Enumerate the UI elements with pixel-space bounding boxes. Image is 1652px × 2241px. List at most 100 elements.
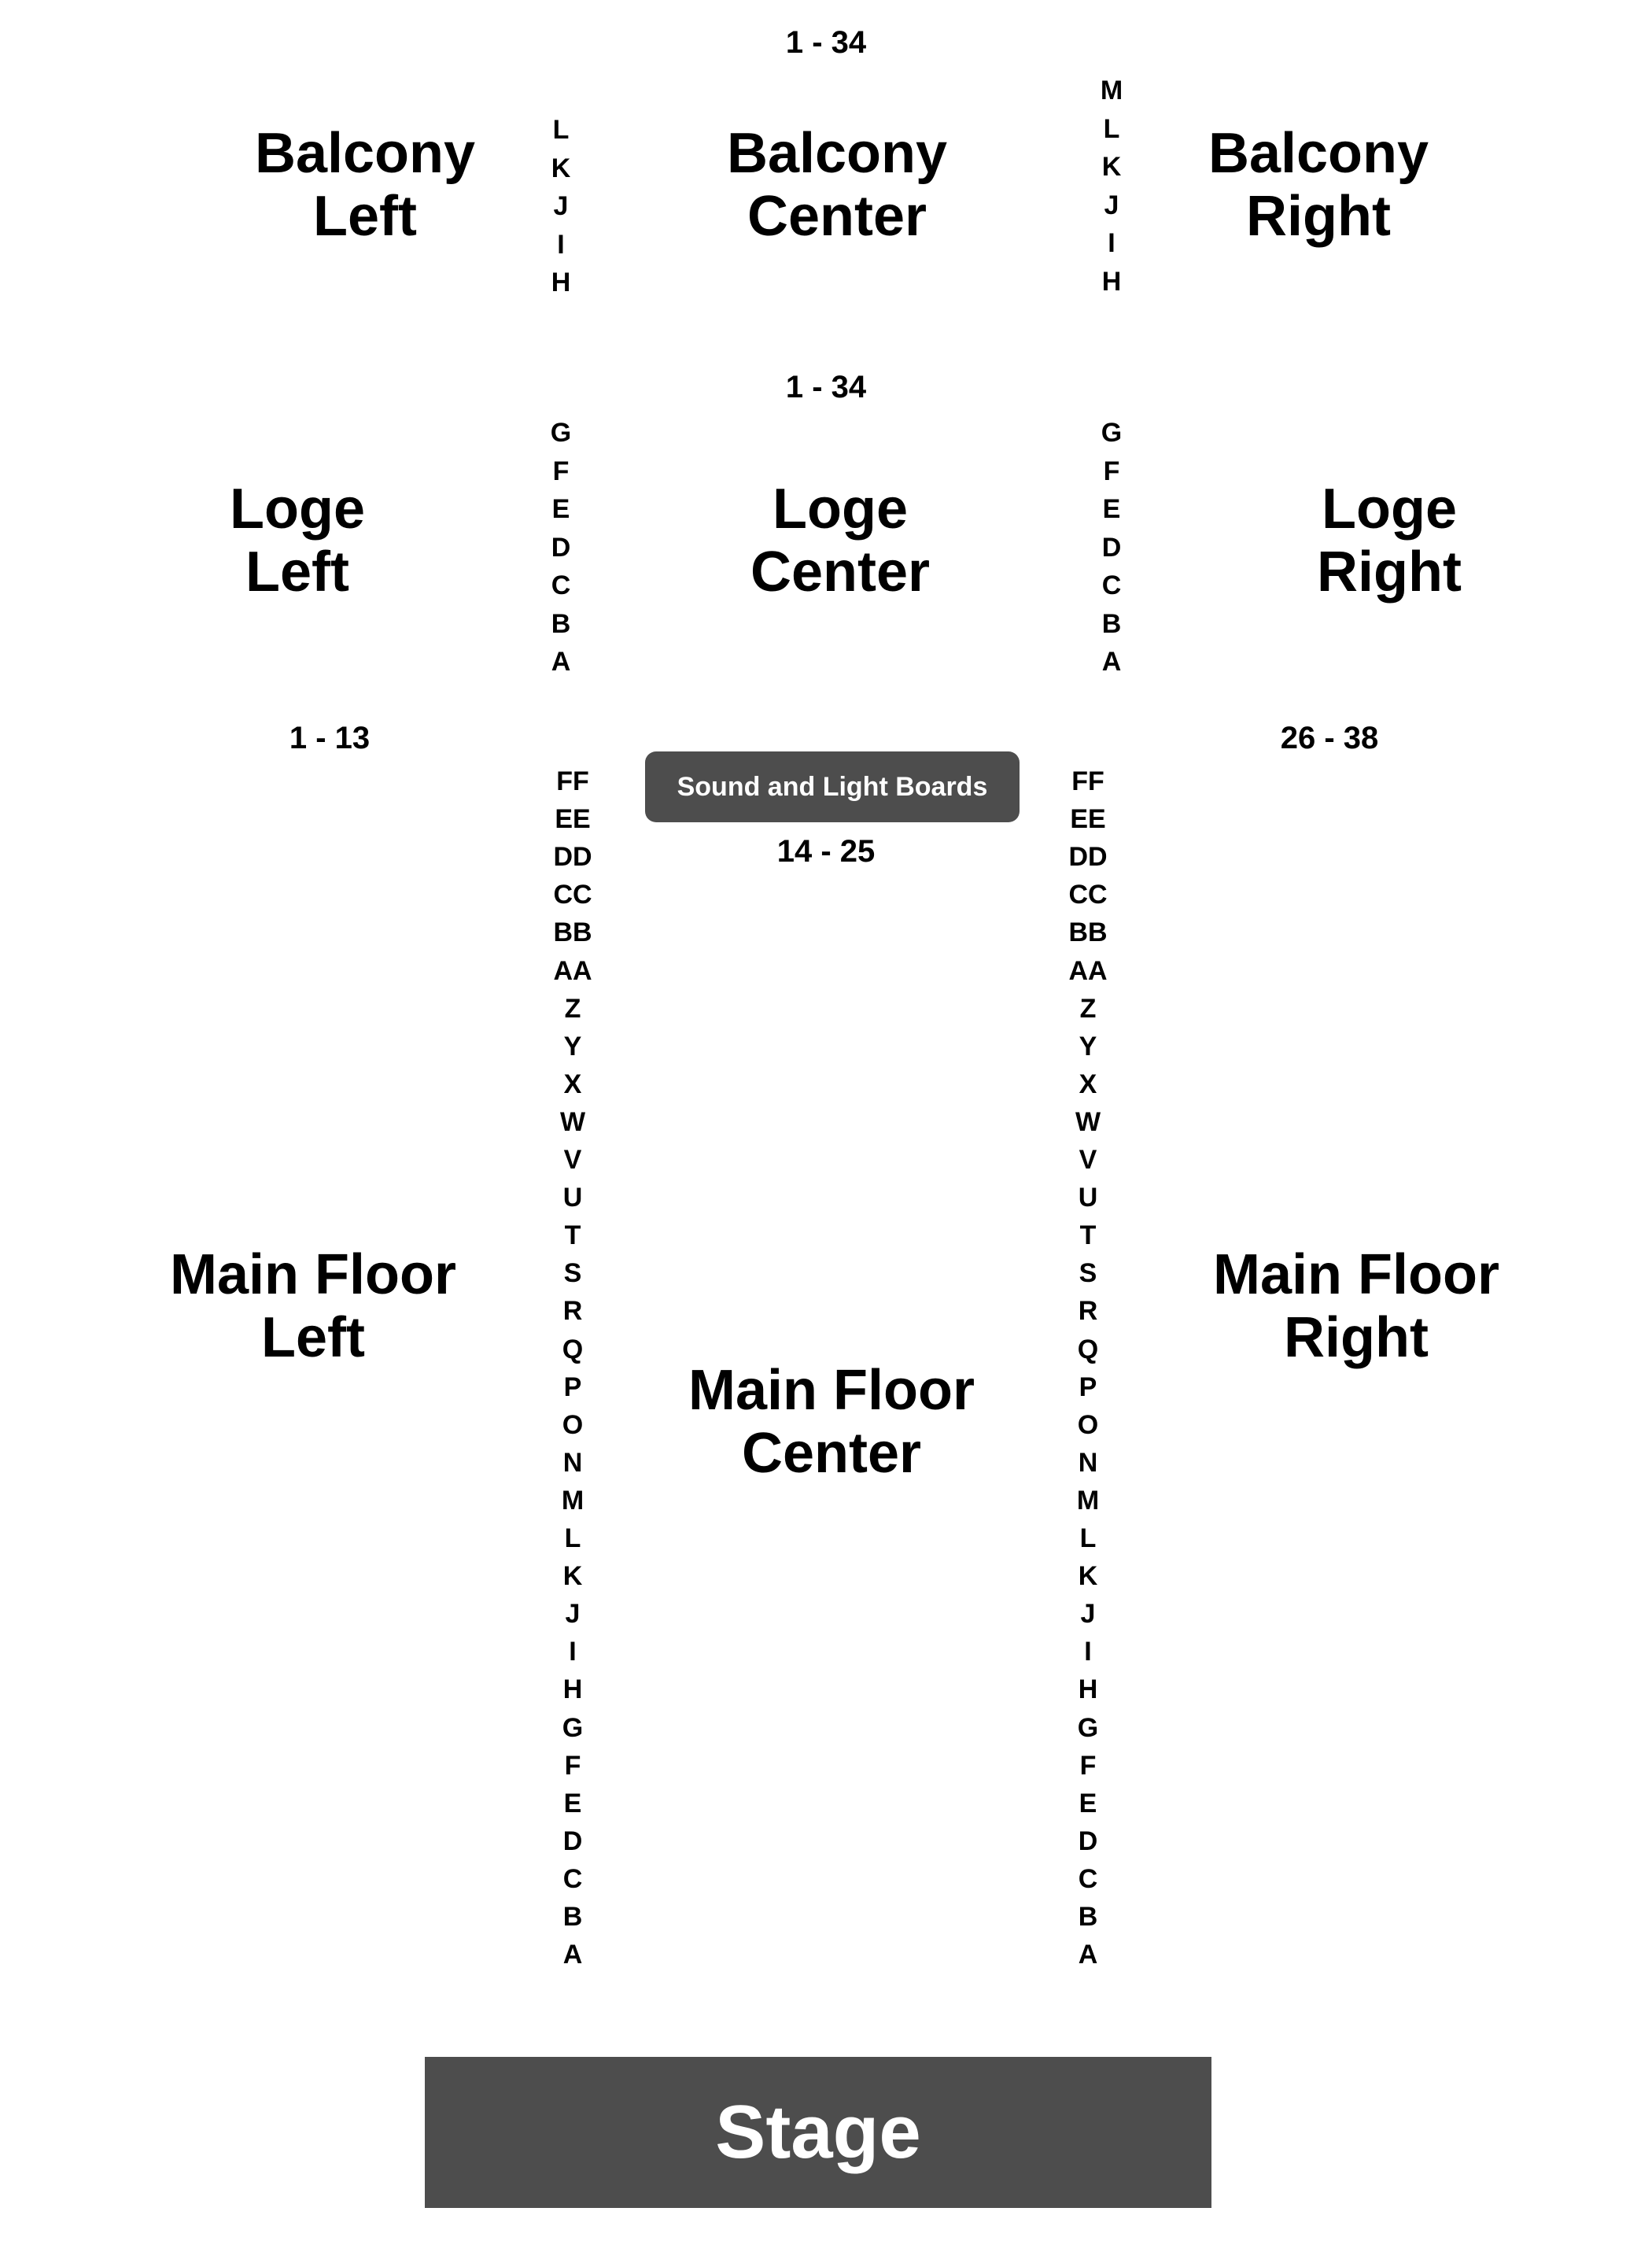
- row-label: B: [551, 608, 571, 639]
- section-loge-right[interactable]: Loge Right: [1317, 478, 1462, 604]
- row-label: E: [563, 1788, 582, 1818]
- row-label: H: [1078, 1674, 1098, 1705]
- row-label: AA: [553, 955, 592, 986]
- row-label: F: [564, 1750, 581, 1781]
- section-loge-left[interactable]: Loge Left: [230, 478, 365, 604]
- row-label: D: [1078, 1826, 1098, 1856]
- row-label: F: [552, 456, 570, 486]
- row-label: R: [1078, 1296, 1098, 1327]
- main-right-seat-range: 26 - 38: [1280, 721, 1379, 755]
- row-label: AA: [1068, 955, 1108, 986]
- loge-center-seat-range: 1 - 34: [785, 370, 867, 404]
- row-label: J: [1104, 190, 1119, 220]
- row-label: N: [1078, 1447, 1098, 1478]
- row-label: S: [1079, 1258, 1097, 1289]
- row-label: F: [1103, 456, 1120, 486]
- row-label: BB: [1068, 917, 1108, 948]
- row-label: W: [1075, 1106, 1101, 1137]
- row-label: DD: [1068, 842, 1108, 873]
- row-label: D: [1101, 532, 1122, 563]
- row-label: DD: [553, 842, 592, 873]
- row-label: I: [1108, 228, 1115, 258]
- balcony-center-seat-range: 1 - 34: [785, 25, 867, 60]
- row-label: J: [1080, 1599, 1096, 1630]
- row-label: D: [562, 1826, 583, 1856]
- row-label: T: [564, 1220, 581, 1251]
- row-label: Q: [1077, 1334, 1099, 1364]
- row-label: L: [1103, 113, 1120, 144]
- row-label: Y: [1079, 1031, 1097, 1061]
- row-label: N: [562, 1447, 583, 1478]
- row-label: B: [562, 1902, 583, 1932]
- row-label: Y: [563, 1031, 582, 1061]
- row-label: V: [563, 1145, 582, 1175]
- row-label: E: [1102, 494, 1121, 524]
- row-label: M: [1100, 76, 1123, 105]
- section-main-floor-right[interactable]: Main Floor Right: [1213, 1243, 1499, 1369]
- row-label: C: [1078, 1863, 1098, 1894]
- row-label: M: [561, 1485, 584, 1516]
- row-label: B: [1078, 1902, 1098, 1932]
- row-label: J: [553, 191, 569, 221]
- section-main-floor-left[interactable]: Main Floor Left: [170, 1243, 456, 1369]
- row-label: X: [1079, 1069, 1097, 1099]
- row-label: L: [564, 1523, 581, 1553]
- row-label: W: [559, 1106, 586, 1137]
- row-label: H: [1101, 266, 1122, 297]
- row-label: R: [562, 1296, 583, 1327]
- row-label: K: [562, 1561, 583, 1592]
- section-loge-center[interactable]: Loge Center: [750, 478, 931, 604]
- section-balcony-right[interactable]: Balcony Right: [1208, 122, 1429, 248]
- row-label: G: [1101, 418, 1123, 448]
- row-label: I: [569, 1637, 577, 1667]
- row-label: L: [1079, 1523, 1097, 1553]
- row-label: C: [1101, 570, 1122, 600]
- row-label: FF: [556, 766, 589, 796]
- row-label: D: [551, 532, 571, 563]
- row-label: M: [1076, 1485, 1100, 1516]
- row-label: U: [562, 1183, 583, 1213]
- row-label: A: [1078, 1940, 1098, 1970]
- row-label: T: [1079, 1220, 1097, 1251]
- row-label: G: [562, 1712, 584, 1743]
- row-label: P: [1079, 1372, 1097, 1402]
- row-label: G: [1077, 1712, 1099, 1743]
- row-label: A: [562, 1940, 583, 1970]
- row-label: X: [563, 1069, 582, 1099]
- row-label: C: [562, 1863, 583, 1894]
- section-balcony-center[interactable]: Balcony Center: [726, 122, 948, 248]
- row-label: Z: [564, 993, 581, 1024]
- row-label: Z: [1079, 993, 1097, 1024]
- row-label: A: [551, 647, 571, 677]
- row-label: C: [551, 570, 571, 600]
- row-label: G: [550, 418, 572, 448]
- row-label: A: [1101, 647, 1122, 677]
- section-main-floor-center[interactable]: Main Floor Center: [688, 1359, 975, 1485]
- row-label: EE: [555, 804, 591, 835]
- row-label: Q: [562, 1334, 584, 1364]
- row-label: O: [562, 1409, 584, 1440]
- row-label: B: [1101, 608, 1122, 639]
- row-label: K: [1078, 1561, 1098, 1592]
- row-label: P: [563, 1372, 582, 1402]
- row-label: I: [1084, 1637, 1092, 1667]
- row-label: O: [1077, 1409, 1099, 1440]
- row-label: H: [551, 268, 571, 297]
- row-label: V: [1079, 1145, 1097, 1175]
- stage[interactable]: Stage: [425, 2057, 1211, 2208]
- row-label: J: [565, 1599, 581, 1630]
- sound-and-light-boards[interactable]: Sound and Light Boards: [645, 751, 1020, 822]
- row-label: U: [1078, 1183, 1098, 1213]
- row-label: H: [562, 1674, 583, 1705]
- row-label: BB: [553, 917, 592, 948]
- row-label: EE: [1070, 804, 1106, 835]
- row-label: FF: [1071, 766, 1104, 796]
- row-label: S: [563, 1258, 582, 1289]
- section-balcony-left[interactable]: Balcony Left: [254, 122, 476, 248]
- row-label: E: [551, 494, 570, 524]
- row-label: K: [1101, 152, 1122, 182]
- row-label: K: [551, 153, 571, 183]
- row-label: L: [552, 115, 570, 145]
- row-label: I: [557, 229, 565, 260]
